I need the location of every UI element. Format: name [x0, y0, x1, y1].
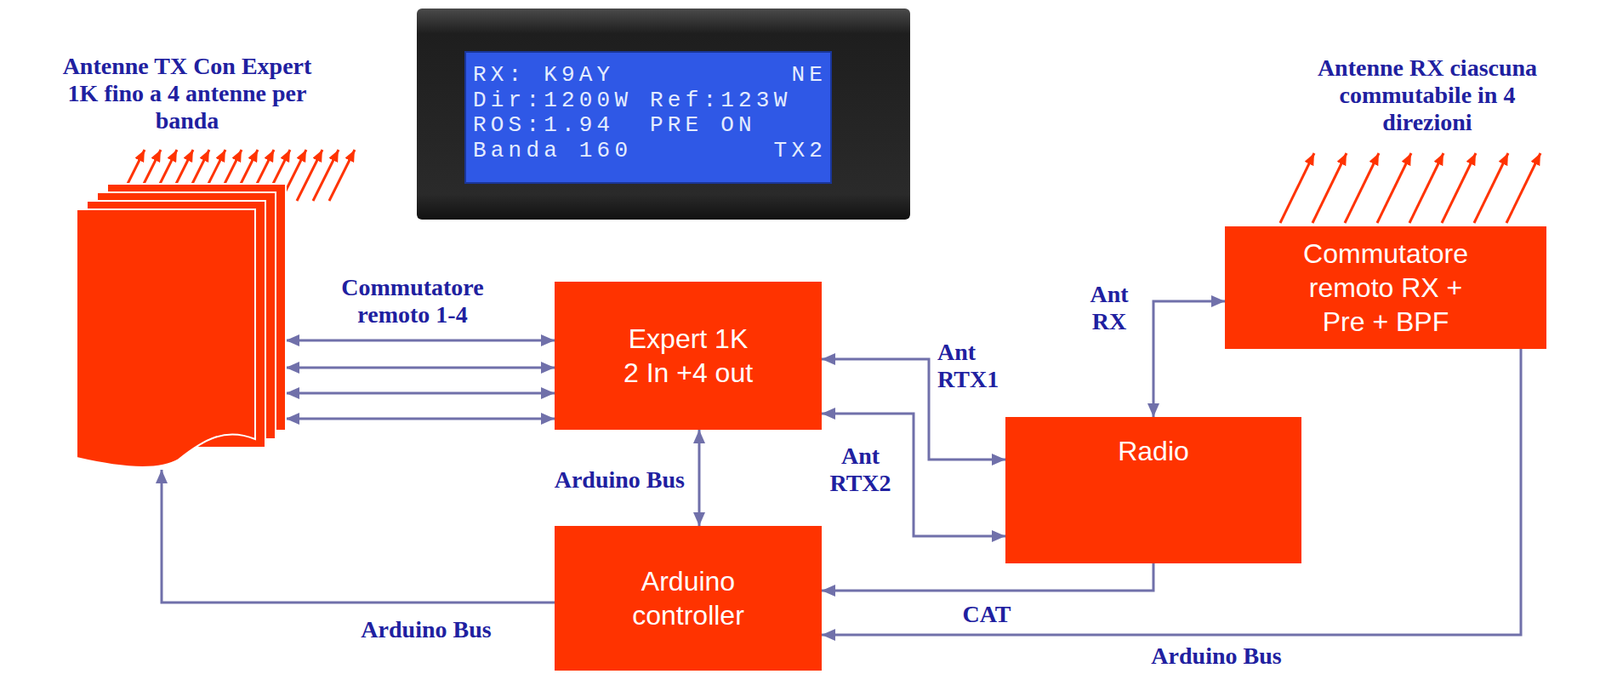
connector	[285, 339, 555, 342]
radio-box: Radio	[1005, 416, 1302, 564]
lcd-text: NE	[791, 62, 827, 88]
antenna-heading: Antenne RX ciascuna commutabile in 4 dir…	[1312, 54, 1543, 137]
port-label: Ant RTX2	[819, 442, 901, 497]
box-text: Arduino controller	[614, 563, 763, 633]
box-text: Expert 1K	[628, 321, 749, 356]
connector	[161, 469, 555, 603]
lcd-text: Banda 160	[472, 137, 633, 164]
bus-label: Arduino Bus	[1131, 642, 1302, 670]
lcd-screen: RX: K9AY NEDir:1200W Ref:123WROS:1.94 PRE …	[464, 51, 832, 184]
connector	[821, 348, 1521, 635]
rx-switch-box: Commutatore remoto RX + Pre + BPF	[1224, 226, 1547, 349]
box-text: Commutatore remoto RX + Pre + BPF	[1294, 236, 1478, 339]
lcd-text: PRE ON	[649, 112, 757, 138]
lcd-text: TX2	[774, 137, 827, 164]
port-label: Ant RX	[1075, 280, 1144, 336]
lcd-text: RX: K9AY	[472, 62, 615, 88]
bus-label: Arduino Bus	[336, 615, 516, 644]
connector	[285, 392, 555, 395]
connector	[821, 563, 1154, 591]
bus-label: Arduino Bus	[510, 466, 685, 494]
controller-box: Arduino controller	[554, 525, 822, 671]
amplifier-box: Expert 1K2 In +4 out	[554, 281, 822, 430]
document-stack-shape	[76, 183, 286, 470]
signal-label: CAT	[952, 600, 1021, 628]
lcd-text: ROS:1.94	[472, 112, 615, 138]
lcd-display: RX: K9AY NEDir:1200W Ref:123WROS:1.94 PRE …	[416, 8, 911, 220]
box-text: Radio	[1117, 433, 1190, 468]
antenna-heading: Antenne TX Con Expert 1K fino a 4 antenn…	[55, 52, 319, 135]
page-shape	[76, 209, 256, 467]
tx-antenna-stack: Antenne TX Con Expert 1K fino a 4 antenn…	[76, 183, 286, 470]
connector	[285, 417, 555, 421]
connector	[285, 366, 555, 370]
box-text: 2 In +4 out	[623, 355, 753, 390]
bus-label: Commutatore remoto 1-4	[323, 273, 502, 329]
lcd-text: Dir:1200W Ref:123W	[472, 87, 792, 114]
rx-antennas	[1280, 153, 1541, 223]
connector	[1153, 301, 1225, 417]
port-label: Ant RTX1	[937, 338, 1006, 393]
connector	[698, 429, 701, 526]
